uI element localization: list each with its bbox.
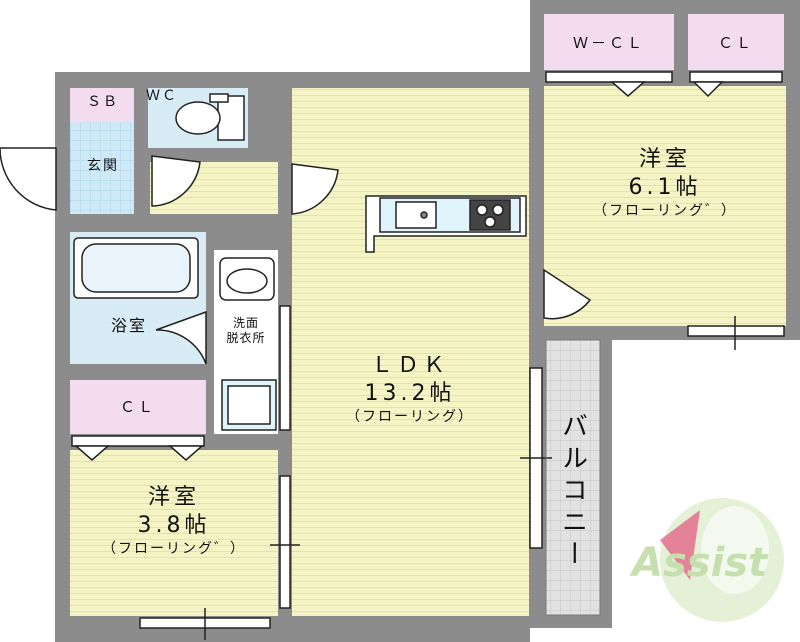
western-a-door xyxy=(543,268,592,320)
washroom-line1: 洗面 xyxy=(232,316,259,330)
sink xyxy=(395,201,437,229)
ldk-size: 13.2帖 xyxy=(364,380,456,406)
western-room-b-label: 洋室 3.8帖 （フローリング゛） xyxy=(74,484,274,559)
closet-b-label: ＣＬ xyxy=(119,398,156,416)
shoe-box xyxy=(70,88,134,122)
western-room-a-label: 洋室 6.1帖 （フローリング゛） xyxy=(570,146,760,221)
western-room-b-floor xyxy=(70,450,278,616)
walk-in-closet xyxy=(544,14,674,70)
kitchen-counter xyxy=(365,195,527,253)
western-room-b-size: 3.8帖 xyxy=(137,512,211,538)
closet-doors xyxy=(71,71,783,461)
ldk-name: ＬＤＫ xyxy=(370,353,449,378)
fixtures xyxy=(73,93,527,431)
entrance-door xyxy=(0,147,57,211)
entrance-floor xyxy=(70,122,134,214)
western-room-a-size: 6.1帖 xyxy=(628,174,702,200)
western-room-a-name: 洋室 xyxy=(638,147,691,172)
bath-label: 浴室 xyxy=(110,316,147,335)
assist-logo-mark xyxy=(660,498,784,622)
assist-logo: Assist xyxy=(632,540,768,586)
balcony-label: バルコニー xyxy=(557,412,588,572)
balcony-floor xyxy=(546,340,600,615)
closet-a-label: ＣＬ xyxy=(717,34,754,52)
washroom-line2: 脱衣所 xyxy=(226,331,266,345)
closet-b xyxy=(70,380,206,434)
bathtub xyxy=(73,237,199,299)
toilet-fixture xyxy=(175,93,245,141)
windows xyxy=(139,305,785,640)
washing-machine xyxy=(221,379,277,431)
western-room-a-floor: （フローリング゛） xyxy=(593,203,737,219)
wash-basin xyxy=(219,257,275,301)
closet-a xyxy=(688,14,784,70)
hall-door xyxy=(291,163,339,215)
western-room-b-floor: （フローリング゛） xyxy=(102,541,246,557)
western-room-b-name: 洋室 xyxy=(147,485,200,510)
toilet-door xyxy=(151,155,201,207)
ldk-label: ＬＤＫ 13.2帖 （フローリング） xyxy=(310,352,510,427)
washroom-label: 洗面 脱衣所 xyxy=(214,316,278,346)
entrance-label: 玄関 xyxy=(87,158,119,174)
doors xyxy=(0,147,592,365)
western-room-a-floor xyxy=(544,86,786,326)
toilet-label: ＷＣ xyxy=(146,88,178,104)
ldk-floor: （フローリング） xyxy=(346,409,474,425)
shoe-box-label: ＳＢ xyxy=(87,94,119,110)
bath-door xyxy=(155,310,207,365)
walk-in-closet-label: Ｗ－ＣＬ xyxy=(572,34,645,52)
